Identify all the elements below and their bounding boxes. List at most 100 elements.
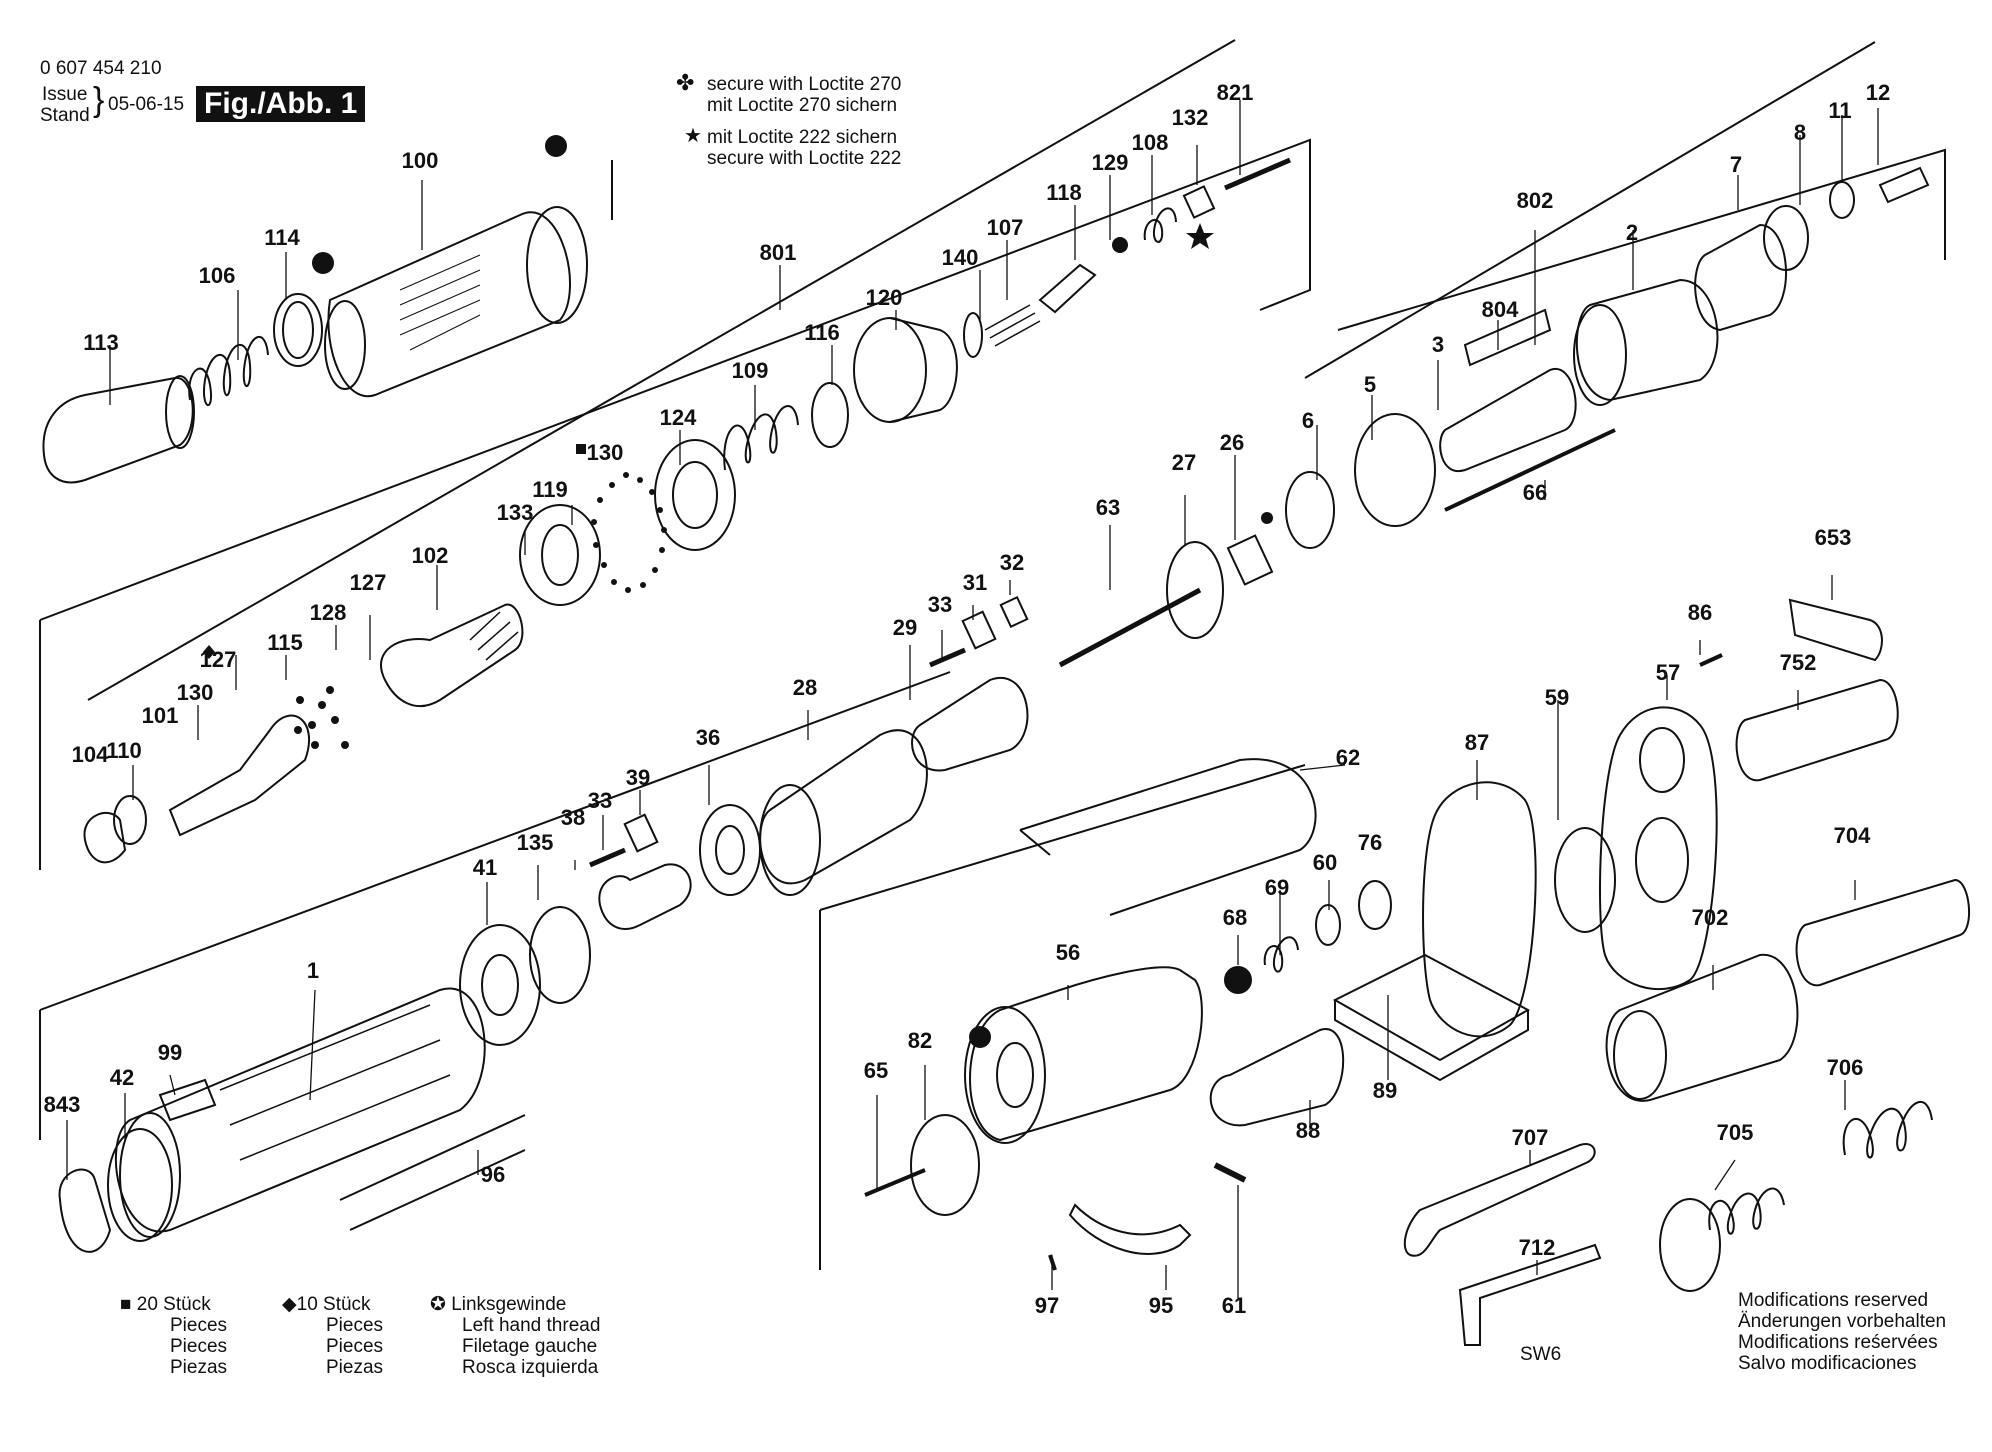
part-number-label: 124 (660, 405, 697, 430)
lh-thread-es: Rosca izquierda (462, 1357, 599, 1378)
part-number-label: 63 (1096, 495, 1120, 520)
part-41-bearing (481, 954, 519, 1016)
part-number-label: 127 (350, 570, 387, 595)
part-number-label: 11 (1828, 98, 1851, 123)
part-88-filter (1209, 1028, 1345, 1127)
part-26-pinion (1226, 534, 1274, 586)
part-129-ball (1112, 237, 1128, 253)
part-number-label: 76 (1358, 830, 1382, 855)
part-number-label: 2 (1626, 220, 1638, 245)
part-number-label: 802 (1517, 188, 1554, 213)
part-number-label: 33 (588, 788, 612, 813)
part-69-spring (1263, 936, 1299, 973)
part-109-spring (723, 405, 799, 471)
part-120-sleeve (853, 317, 927, 423)
part-number-label: 68 (1223, 905, 1247, 930)
part-number-label: 712 (1519, 1235, 1556, 1260)
part-number-label: 821 (1217, 80, 1254, 105)
part-number-label: 5 (1364, 372, 1376, 397)
pieces-line: Pieces (170, 1336, 228, 1357)
panel-outline (39, 160, 951, 1140)
leader-line (486, 455, 1236, 925)
part-114-ring (273, 293, 323, 367)
part-704-fitting (1795, 878, 1971, 987)
part-124-bearing (654, 439, 736, 551)
part-101-arbor (168, 714, 311, 837)
leader-line (1051, 880, 1856, 1300)
part-number-label: 752 (1780, 650, 1817, 675)
part-number-label: 69 (1265, 875, 1289, 900)
pieces-line: Pieces (326, 1336, 384, 1357)
part-33-pin (589, 847, 626, 868)
part-11-washer (1829, 181, 1855, 219)
legend-square: ■ 20 Stück Pieces Pieces Piezas (120, 1294, 227, 1378)
legend-diamond: ◆10 Stück Pieces Pieces Piezas (282, 1294, 383, 1378)
part-36-bearing (715, 825, 745, 875)
part-number-label: 96 (481, 1162, 505, 1187)
square-qty: 20 Stück (136, 1294, 211, 1315)
part-number-label: 27 (1172, 450, 1196, 475)
part-132-screw (1182, 185, 1216, 219)
part-706-spring (1842, 1100, 1933, 1159)
part-number-label: 843 (44, 1092, 81, 1117)
part-12-screw (1878, 166, 1930, 204)
lh-thread-fr: Filetage gauche (462, 1336, 598, 1357)
part-number-label: 8 (1794, 120, 1806, 145)
panel-outline (819, 764, 1306, 911)
part-76-nut (1358, 880, 1392, 930)
part-number-label: 114 (264, 225, 300, 250)
part-62-bracket (1019, 758, 1317, 916)
part-number-label: 120 (866, 285, 903, 310)
part-number-label: 133 (497, 500, 534, 525)
panel-outline (819, 148, 1946, 1270)
mods-line-en: Modifications reserved (1738, 1290, 1929, 1311)
leader-comb-right (1304, 41, 1876, 379)
part-57-cover (1635, 817, 1689, 903)
part-32-planet-gear (999, 595, 1029, 629)
clover-icon (1261, 512, 1273, 524)
part-number-label: 104 (72, 742, 109, 767)
part-number-label: 130 (177, 680, 214, 705)
part-57-cover (1639, 727, 1685, 793)
part-number-label: 140 (942, 245, 979, 270)
part-number-label: 32 (1000, 550, 1024, 575)
part-130-ball-ring (591, 472, 667, 593)
diamond-icon: ◆ (282, 1294, 297, 1315)
part-number-label: 89 (1373, 1078, 1397, 1103)
part-29-planet-carrier (911, 676, 1029, 772)
part-number-label: 36 (696, 725, 720, 750)
leader-line (132, 430, 681, 800)
loctite-222-de: mit Loctite 222 sichern (707, 127, 898, 148)
part-number-label: 39 (626, 765, 650, 790)
part-41-bearing (459, 924, 541, 1046)
part-number-label: 12 (1866, 80, 1890, 105)
part-number-label: 87 (1465, 730, 1489, 755)
part-100-housing (327, 211, 571, 398)
part-106-spring (188, 335, 269, 407)
part-86-screw (1699, 653, 1723, 667)
part-number-label: 26 (1220, 430, 1244, 455)
leader-line (1316, 108, 1879, 500)
part-number-label: 6 (1302, 408, 1314, 433)
part-27-plate (1166, 541, 1224, 639)
lh-thread-icon (969, 1026, 991, 1048)
part-number-label: 127 (200, 647, 237, 672)
loctite-270-en: secure with Loctite 270 (707, 74, 902, 95)
part-number-label: 132 (1172, 105, 1209, 130)
lh-thread-en: Left hand thread (462, 1315, 601, 1336)
part-number-label: 108 (1132, 130, 1169, 155)
wrench-size-label: SW6 (1520, 1344, 1561, 1365)
part-2-cylinder (1575, 278, 1719, 402)
part-56-handle (964, 1006, 1046, 1144)
part-number-label: 107 (987, 215, 1024, 240)
part-135-washer (529, 906, 591, 1004)
part-96-label (339, 1114, 526, 1231)
mods-line-es: Salvo modificaciones (1738, 1353, 1917, 1374)
part-66-pin (1444, 428, 1616, 512)
part-8-bearing (1763, 205, 1809, 271)
part-60-screen (1315, 904, 1341, 946)
lh-thread-icon: ✪ (430, 1294, 446, 1315)
part-number-label: 29 (893, 615, 917, 640)
part-number-label: 33 (928, 592, 952, 617)
